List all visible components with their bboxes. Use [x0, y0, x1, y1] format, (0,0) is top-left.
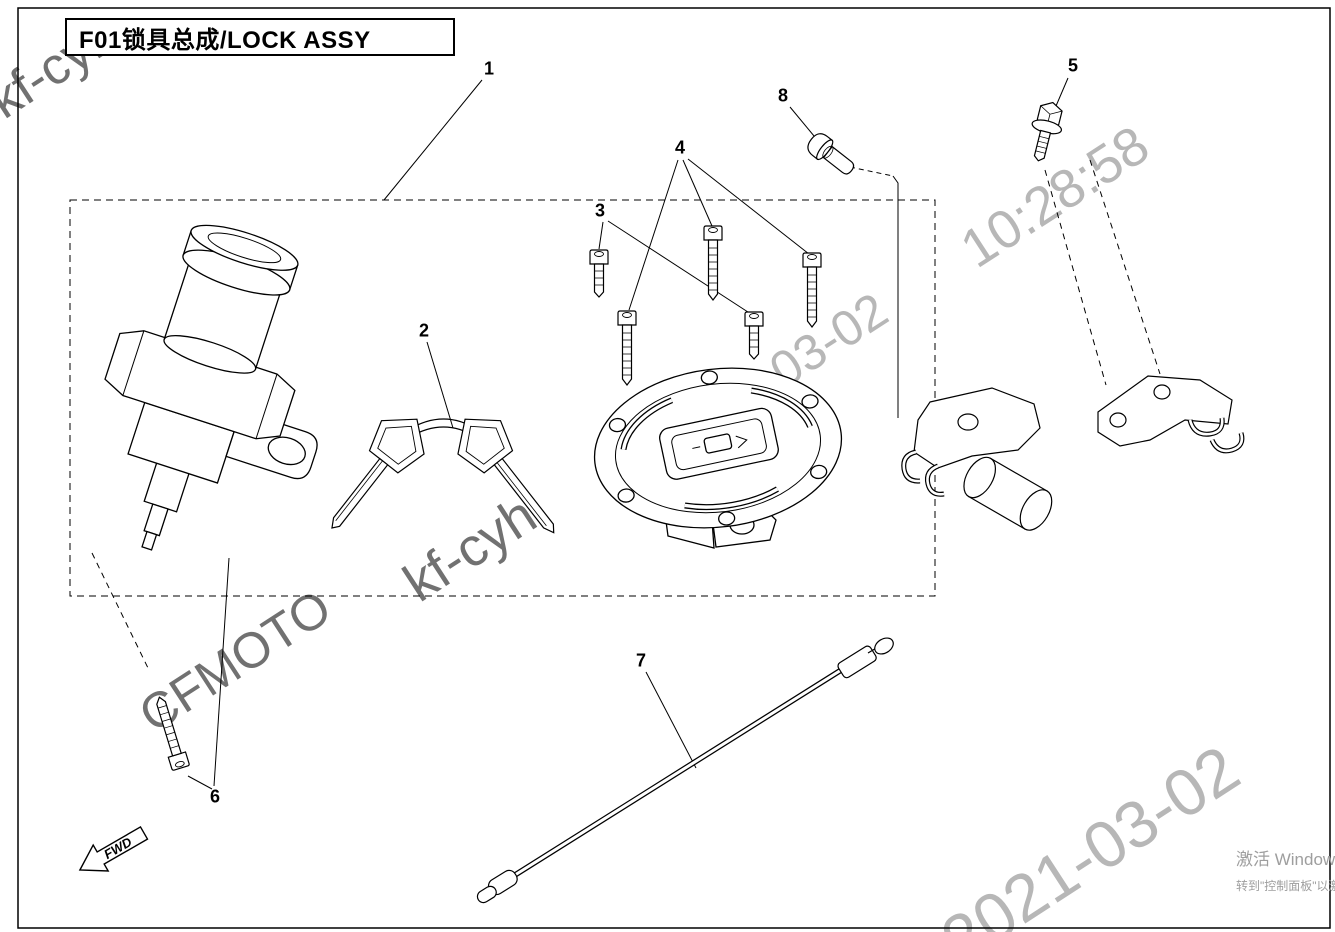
- key-right: [457, 418, 555, 534]
- clamp-cylinder: [963, 456, 1053, 531]
- screw-short-d: [744, 311, 764, 360]
- diagram-title-box: F01锁具总成/LOCK ASSY: [65, 18, 455, 56]
- screw-long-b: [617, 310, 637, 386]
- callout-8: 8: [777, 85, 789, 106]
- screw-short-a: [589, 249, 609, 298]
- clamp-bracket-drawing: [901, 387, 1053, 531]
- fuel-cap-drawing: [593, 367, 843, 549]
- axis-line-pin: [849, 166, 894, 177]
- leader-callout-7: [645, 671, 697, 769]
- leader-callout-4b: [682, 159, 713, 227]
- windows-activation-notice: 激活 Windows 转到"控制面板"以激活 Windows: [1236, 845, 1335, 894]
- callout-3: 3: [594, 200, 606, 221]
- fwd-arrow: FWD: [78, 825, 149, 872]
- key-set-drawing: [331, 418, 555, 534]
- diagram-title: F01锁具总成/LOCK ASSY: [79, 26, 371, 54]
- leader-callout-2: [426, 341, 454, 429]
- key-left: [331, 418, 425, 529]
- ignition-lock-drawing: [104, 224, 318, 551]
- cable-drawing: [476, 637, 894, 904]
- callout-5: 5: [1067, 55, 1079, 76]
- callout-4: 4: [674, 137, 686, 158]
- axis-line-screw6: [91, 552, 149, 669]
- callout-2: 2: [418, 320, 430, 341]
- screw-long-c: [703, 225, 723, 301]
- leader-callout-6-long: [213, 557, 230, 787]
- activation-title: 激活 Windows: [1236, 850, 1335, 869]
- leader-callout-3b: [607, 220, 752, 315]
- screw-part6: [150, 694, 191, 772]
- axis-line-bolt5-b: [1089, 159, 1161, 375]
- pin-drawing: [807, 133, 855, 175]
- callout-1: 1: [483, 58, 495, 79]
- leader-callout-6: [187, 775, 213, 790]
- flange-bolt-drawing: [1031, 101, 1063, 162]
- leader-lines: [91, 77, 1161, 790]
- callout-7: 7: [635, 650, 647, 671]
- leader-callout-3a: [598, 221, 604, 250]
- activation-subtitle: 转到"控制面板"以激活 Windows: [1236, 879, 1335, 893]
- axis-line-bolt5-a: [1044, 169, 1107, 386]
- leader-callout-1: [383, 79, 483, 201]
- callout-6: 6: [209, 786, 221, 807]
- assembly-boundary-box: [69, 199, 936, 597]
- mount-bracket-drawing: [1097, 375, 1245, 454]
- fuel-cap-cover: [659, 407, 779, 480]
- leader-callout-4c: [687, 158, 810, 255]
- screw-long-e: [802, 252, 822, 328]
- leader-callout-4a: [628, 159, 679, 311]
- page-frame: [17, 7, 1331, 929]
- reference-line-pin-to-bracket: [892, 175, 899, 418]
